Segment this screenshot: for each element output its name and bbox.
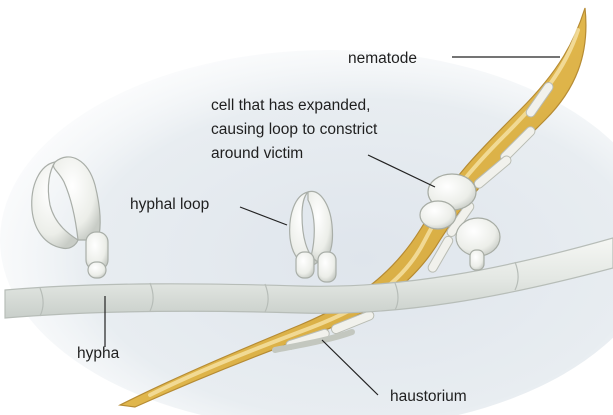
label-haustorium: haustorium — [390, 388, 467, 405]
label-hyphal-loop: hyphal loop — [130, 196, 209, 213]
label-expanded-cell-line1: cell that has expanded, — [211, 97, 370, 114]
label-expanded-cell-line2: causing loop to constrict — [211, 121, 378, 138]
label-expanded-cell-line3: around victim — [211, 145, 303, 162]
label-hypha: hypha — [77, 345, 120, 362]
label-nematode: nematode — [348, 50, 417, 67]
